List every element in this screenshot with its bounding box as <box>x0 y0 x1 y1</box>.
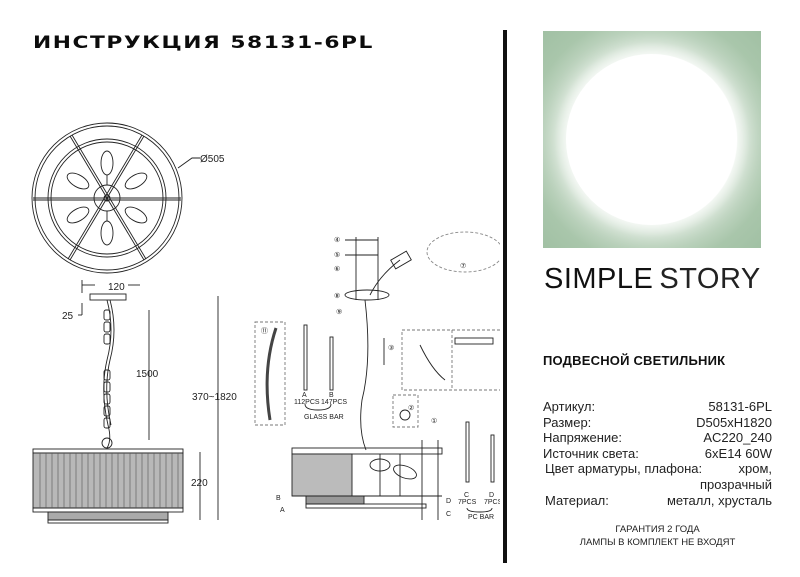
svg-text:⑪: ⑪ <box>261 327 268 335</box>
technical-drawing: Ø505 <box>31 122 500 524</box>
warranty-note: ГАРАНТИЯ 2 ГОДА <box>615 524 700 535</box>
spec-row-light-source: Источник света: 6xE14 60W <box>543 445 772 461</box>
logo-circle-icon <box>566 54 737 225</box>
svg-text:①: ① <box>431 417 437 425</box>
brand-name-part1: SIMPLE <box>544 263 654 295</box>
section-divider <box>503 30 507 563</box>
brand-name-part2: STORY <box>659 263 761 295</box>
spec-row-color-continuation: прозрачный <box>699 476 772 492</box>
svg-text:C: C <box>464 492 469 499</box>
page-title: ИНСТРУКЦИЯ 58131-6PL <box>33 33 374 53</box>
svg-text:PC BAR: PC BAR <box>468 514 494 521</box>
svg-text:A: A <box>302 392 307 399</box>
svg-text:GLASS BAR: GLASS BAR <box>304 414 344 421</box>
assembly-drawing <box>254 231 500 520</box>
svg-text:B: B <box>329 392 334 399</box>
product-specs: Артикул: 58131-6PL Размер: D505xH1820 На… <box>543 399 772 508</box>
svg-text:220: 220 <box>191 478 208 489</box>
top-view-drawing <box>31 122 200 274</box>
svg-text:③: ③ <box>388 344 394 352</box>
svg-text:⑤: ⑤ <box>334 251 340 259</box>
svg-text:120: 120 <box>108 282 125 293</box>
svg-text:112PCS: 112PCS <box>294 399 320 406</box>
diameter-label: Ø505 <box>200 154 225 165</box>
svg-text:C: C <box>446 511 451 518</box>
svg-text:④: ④ <box>334 236 340 244</box>
svg-text:147PCS: 147PCS <box>321 399 347 406</box>
svg-text:1500: 1500 <box>136 369 159 380</box>
svg-text:②: ② <box>408 404 414 412</box>
svg-text:⑨: ⑨ <box>336 308 342 316</box>
spec-row-voltage: Напряжение: AC220_240 <box>543 430 772 446</box>
svg-text:D: D <box>446 498 451 505</box>
svg-text:⑦: ⑦ <box>460 262 466 270</box>
svg-text:25: 25 <box>62 311 74 322</box>
footer-notes: ГАРАНТИЯ 2 ГОДА ЛАМПЫ В КОМПЛЕКТ НЕ ВХОД… <box>543 523 772 549</box>
svg-text:D: D <box>489 492 494 499</box>
lamps-note: ЛАМПЫ В КОМПЛЕКТ НЕ ВХОДЯТ <box>579 537 736 548</box>
svg-text:⑧: ⑧ <box>334 292 340 300</box>
svg-text:B: B <box>276 495 281 502</box>
brand-logo <box>543 31 761 248</box>
svg-text:A: A <box>280 507 285 514</box>
spec-row-material: Материал: металл, хрусталь <box>545 492 772 508</box>
svg-text:370~1820: 370~1820 <box>192 392 237 403</box>
spec-row-article: Артикул: 58131-6PL <box>543 399 772 414</box>
spec-row-color: Цвет арматуры, плафона: хром, <box>545 461 772 477</box>
spec-row-size: Размер: D505xH1820 <box>543 414 772 430</box>
product-type: ПОДВЕСНОЙ СВЕТИЛЬНИК <box>543 353 726 368</box>
svg-text:⑥: ⑥ <box>334 265 340 273</box>
svg-text:7PCS: 7PCS <box>458 499 477 506</box>
svg-text:7PCS: 7PCS <box>484 499 500 506</box>
